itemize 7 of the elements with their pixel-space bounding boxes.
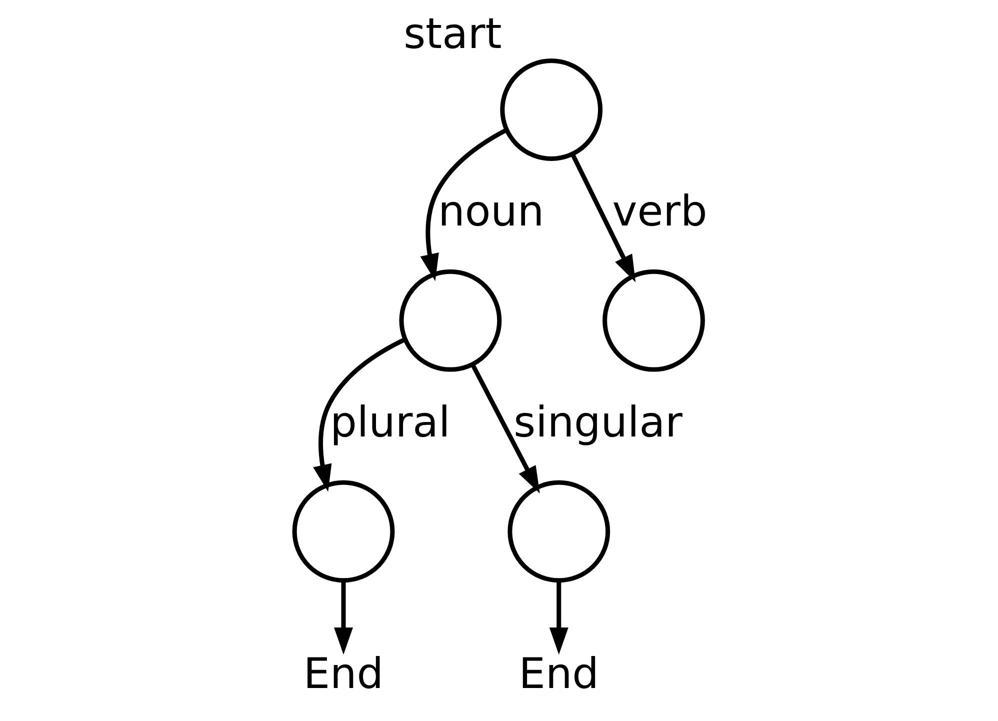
node-label: start (404, 8, 502, 58)
edge-label: verb (612, 186, 708, 236)
edge-label: noun (438, 186, 544, 236)
node-text: End (303, 648, 384, 698)
node-text: End (518, 648, 599, 698)
edge-label: plural (330, 397, 450, 446)
edge-label: singular (514, 397, 682, 446)
